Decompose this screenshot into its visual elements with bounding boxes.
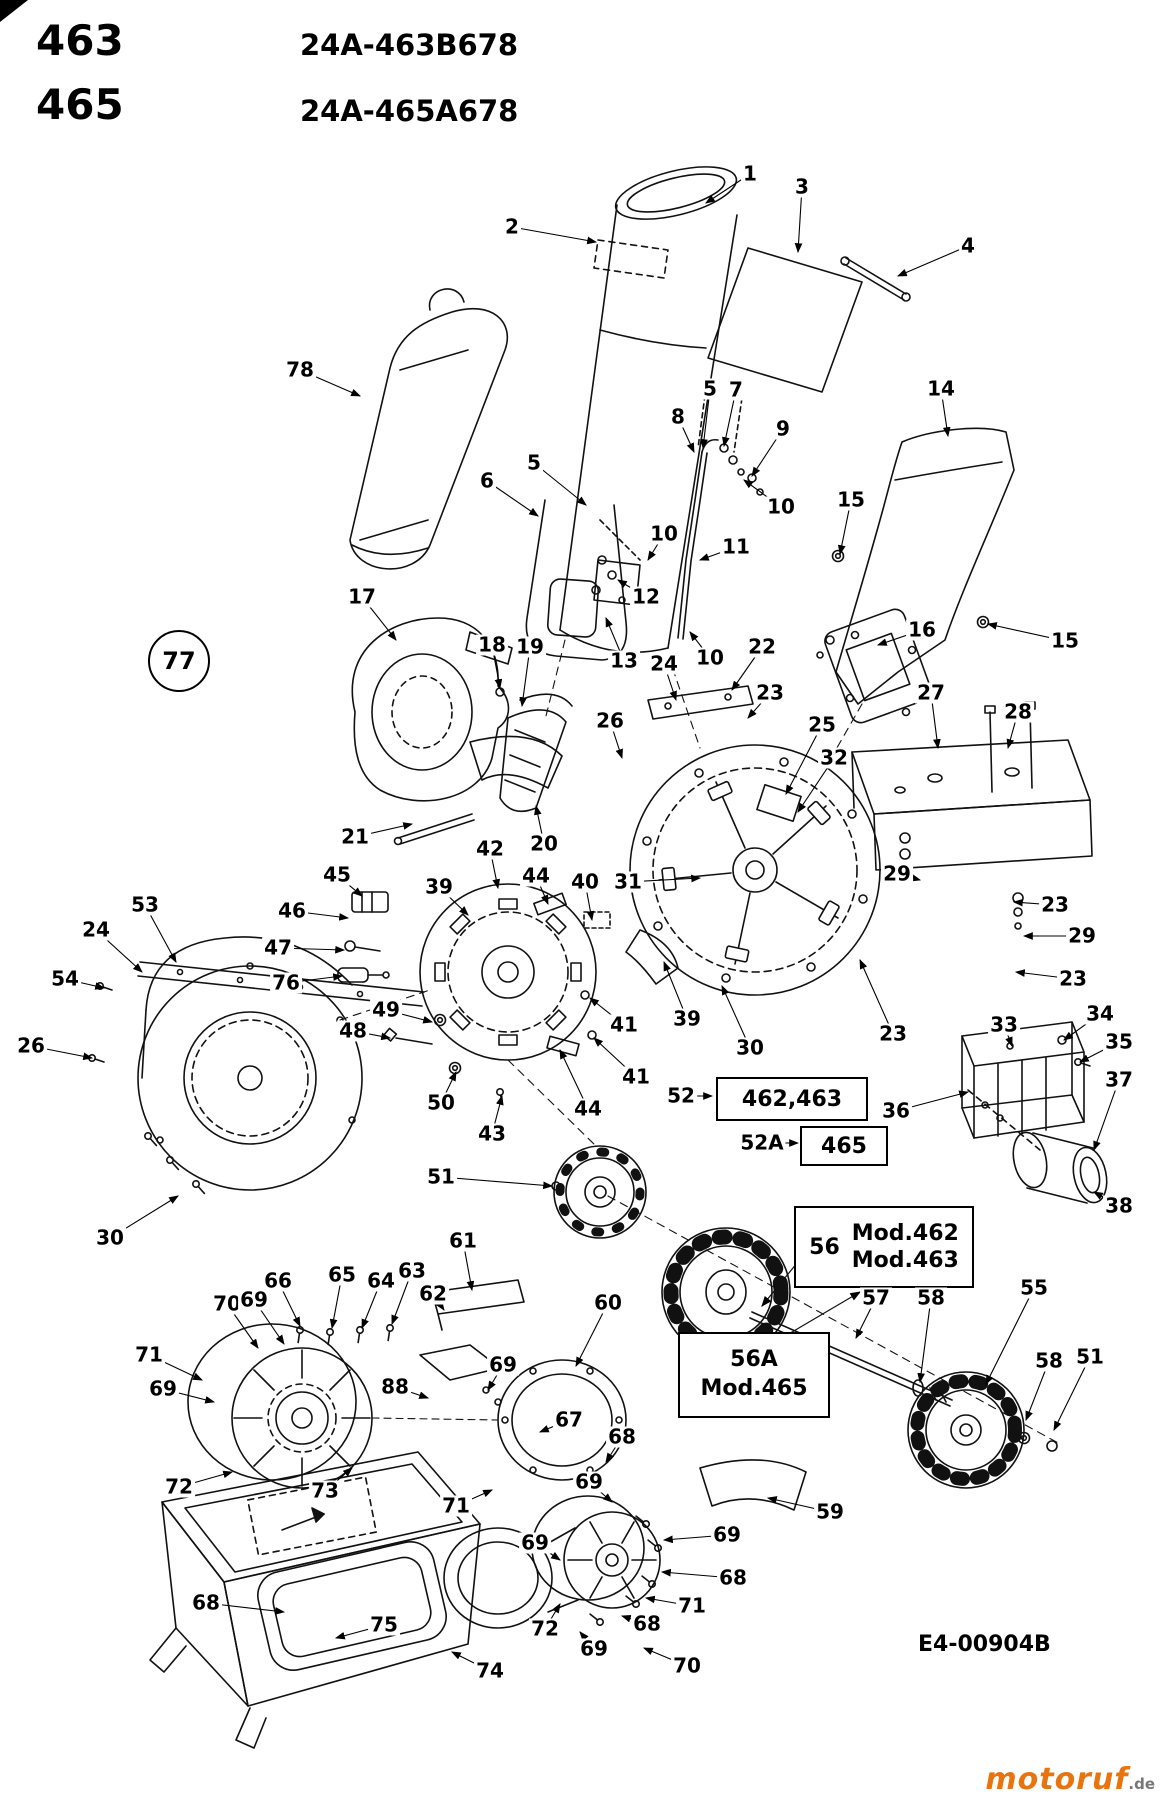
deflector-panel bbox=[707, 247, 863, 393]
watermark-tld: .de bbox=[1128, 1775, 1155, 1793]
drawing-code: E4-00904B bbox=[918, 1632, 1051, 1657]
model-box-mod462-463: 56 Mod.462 Mod.463 bbox=[794, 1206, 974, 1288]
ref-56-label: 56 bbox=[809, 1234, 840, 1260]
mod-465-label: Mod.465 bbox=[700, 1376, 808, 1401]
small-impeller bbox=[531, 1495, 664, 1627]
rod-21 bbox=[393, 813, 475, 846]
alignment-lines bbox=[339, 639, 863, 1149]
discharge-chute bbox=[559, 166, 738, 654]
part-number-463: 24A-463B678 bbox=[300, 28, 519, 62]
leader-lines bbox=[30, 173, 1120, 1672]
flail-rotor bbox=[419, 735, 679, 1106]
support-rod bbox=[677, 394, 764, 640]
inlet-tube bbox=[443, 1527, 579, 1629]
model-number-465: 465 bbox=[36, 80, 124, 129]
blade-strip bbox=[499, 693, 573, 813]
small-parts-left bbox=[337, 891, 447, 1045]
model-box-465: 465 bbox=[800, 1126, 888, 1166]
adapter-ring bbox=[371, 1359, 627, 1481]
model-box-mod465: 56A Mod.465 bbox=[678, 1332, 830, 1418]
model-number-463: 463 bbox=[36, 16, 124, 65]
lower-chute bbox=[525, 499, 641, 661]
discharge-tube bbox=[967, 1089, 1108, 1204]
engine-plate bbox=[851, 701, 1093, 930]
rod-4 bbox=[840, 256, 911, 302]
corner-mark bbox=[0, 0, 28, 22]
watermark-brand: motoruf bbox=[985, 1762, 1129, 1797]
bag-chute bbox=[349, 288, 509, 570]
model-box-462-463: 462,463 bbox=[716, 1077, 868, 1121]
mod-462-label: Mod.462 bbox=[851, 1220, 959, 1246]
belt-cover bbox=[351, 617, 513, 802]
mod-463-label: Mod.463 bbox=[851, 1248, 959, 1273]
circled-part-77: 77 bbox=[148, 630, 210, 692]
small-wheel bbox=[551, 1145, 647, 1239]
ref-56a-label: 56A bbox=[730, 1347, 778, 1373]
band-guard bbox=[699, 1459, 807, 1511]
frame-basket bbox=[961, 1021, 1091, 1139]
motor-housing bbox=[187, 1323, 397, 1489]
hopper bbox=[149, 1451, 481, 1749]
wheel-right bbox=[907, 1371, 1058, 1489]
part-number-465: 24A-465A678 bbox=[300, 94, 519, 128]
watermark-logo: motoruf.de bbox=[985, 1762, 1155, 1797]
chipper-chute bbox=[816, 427, 1015, 724]
